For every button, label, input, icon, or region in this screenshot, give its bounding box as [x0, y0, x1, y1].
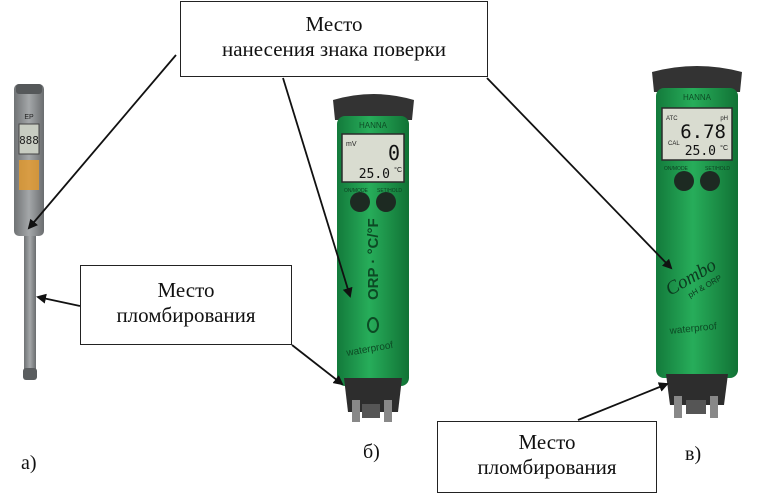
device-b-button-left: [350, 192, 370, 212]
device-b-btn-left-label: ON/MODE: [344, 188, 369, 194]
device-a-lcd-value: 888: [19, 134, 39, 147]
device-b-lcd: [341, 133, 405, 183]
device-b-brand: HANNA: [359, 121, 388, 130]
device-b-btn-right-label: SET/HOLD: [377, 188, 402, 194]
device-b-electrode-2: [384, 400, 392, 422]
verification-callout: Место нанесения знака поверки: [180, 1, 488, 77]
seal-callout-left-line2: пломбирования: [116, 303, 256, 327]
device-v-lcd-temp: 25.0: [685, 144, 716, 159]
device-a-cap: [16, 84, 42, 94]
device-b-lcd-temp-unit: °C: [394, 166, 402, 174]
device-v-btn-left-label: ON/MODE: [664, 166, 689, 172]
device-a-lcd: [18, 123, 40, 155]
device-v-lcd-temp-unit: °C: [720, 144, 728, 152]
arrow-seal-v: [577, 382, 669, 421]
seal-callout-left: Место пломбирования: [80, 265, 292, 345]
device-b: [333, 94, 414, 422]
verification-callout-line2: нанесения знака поверки: [221, 37, 447, 61]
seal-callout-right-line1: Место: [518, 430, 576, 454]
device-v-button-right: [700, 171, 720, 191]
device-v-cap: [652, 66, 742, 92]
device-v-lcd-main: 6.78: [680, 121, 726, 143]
device-v-btn-right-label: SET/HOLD: [705, 166, 730, 172]
arrow-verification-v: [486, 77, 673, 270]
device-b-lcd-unit: mV: [346, 141, 357, 148]
device-v-electrode-center: [686, 400, 706, 414]
device-b-button-right: [376, 192, 396, 212]
device-b-lcd-main: 0: [388, 141, 400, 165]
arrow-verification-b: [282, 77, 353, 298]
seal-callout-right: Место пломбирования: [437, 421, 657, 493]
device-v: [652, 66, 742, 418]
device-a-probe: [24, 236, 36, 376]
panel-label-a: а): [21, 452, 37, 474]
seal-callout-right-line2: пломбирования: [477, 455, 617, 479]
arrow-seal-b: [291, 344, 344, 386]
device-a-brand: EP: [24, 114, 34, 121]
device-v-lcd-unit: pH: [720, 116, 728, 122]
panel-label-v: в): [685, 443, 702, 465]
device-b-cap: [333, 94, 414, 120]
device-v-brand: HANNA: [683, 93, 712, 102]
verification-callout-line1: Место: [305, 12, 363, 36]
device-b-electrode-center: [362, 404, 380, 418]
device-v-lcd-cal: CAL: [668, 141, 680, 147]
device-a-label-strip: [19, 160, 39, 190]
device-a-probe-tip: [23, 368, 37, 380]
device-b-body-text: ORP · °C/°F: [365, 218, 382, 300]
device-a: [14, 84, 44, 380]
drop-icon: [367, 317, 379, 333]
device-v-lcd-atc: ATC: [666, 116, 678, 122]
arrows: [27, 54, 673, 421]
device-b-body: [337, 116, 409, 386]
device-v-button-left: [674, 171, 694, 191]
device-v-lcd: [661, 107, 733, 161]
device-v-bottom-text: waterproof: [668, 321, 717, 337]
device-b-lcd-temp: 25.0: [359, 167, 390, 182]
arrow-seal-a: [36, 293, 81, 307]
panel-label-b: б): [363, 441, 380, 463]
device-v-electrode-2: [710, 396, 718, 418]
arrow-verification-a: [27, 54, 177, 230]
seal-callout-left-line1: Место: [157, 278, 215, 302]
device-v-electrode-1: [674, 396, 682, 418]
device-b-electrode-1: [352, 400, 360, 422]
